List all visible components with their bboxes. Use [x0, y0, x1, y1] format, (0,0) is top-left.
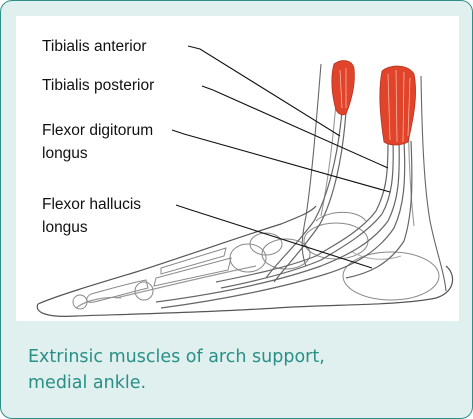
tendons [156, 111, 412, 308]
label-flexor-digitorum-line2: longus [42, 143, 88, 164]
label-flexor-hallucis-line2: longus [42, 217, 88, 238]
leader-tibialis-anterior [188, 46, 340, 136]
posterior-muscle-group [380, 66, 416, 145]
illustration-panel: Tibialis anterior Tibialis posterior Fle… [16, 16, 459, 321]
leg-outline [302, 64, 446, 291]
foot-ankle-illustration [16, 16, 459, 321]
label-flexor-hallucis-line1: Flexor hallucis [42, 194, 141, 215]
leader-tibialis-posterior [202, 86, 388, 168]
caption-line-1: Extrinsic muscles of arch support, [28, 344, 428, 370]
leader-flexor-digitorum [172, 130, 390, 192]
label-tibialis-posterior: Tibialis posterior [42, 75, 154, 96]
figure-caption: Extrinsic muscles of arch support, media… [28, 344, 428, 396]
leader-lines [172, 46, 390, 268]
leader-flexor-hallucis [176, 205, 372, 268]
tibialis-anterior-muscle [332, 61, 355, 115]
label-flexor-digitorum-line1: Flexor digitorum [42, 120, 153, 141]
label-tibialis-anterior: Tibialis anterior [42, 36, 147, 57]
caption-line-2: medial ankle. [28, 370, 428, 396]
